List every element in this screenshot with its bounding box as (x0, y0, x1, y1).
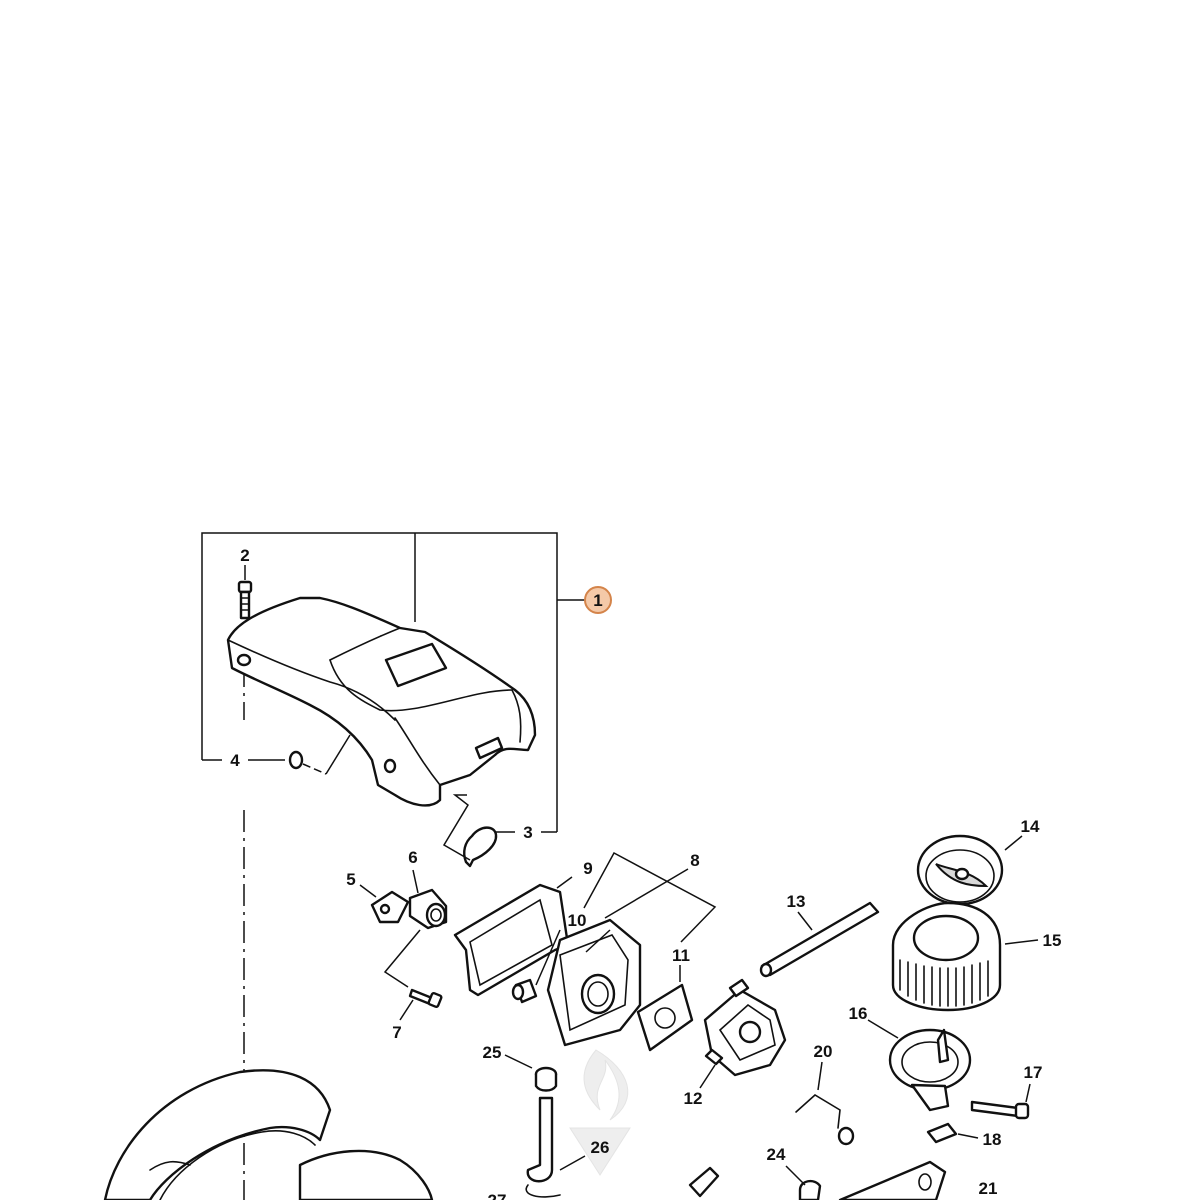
callout-27[interactable]: 27 (488, 1191, 507, 1200)
callout-12[interactable]: 12 (684, 1089, 703, 1108)
part-handle-frame (103, 1069, 434, 1200)
part-7-screw (399, 988, 443, 1021)
callout-20[interactable]: 20 (814, 1042, 833, 1061)
part-13-pipe (759, 901, 880, 978)
callout-16[interactable]: 16 (849, 1004, 868, 1023)
callout-15[interactable]: 15 (1043, 931, 1062, 950)
part-10-nipple (511, 929, 561, 1004)
callout-1[interactable]: 1 (593, 591, 602, 610)
part-17-screw (970, 1083, 1031, 1120)
part-3-clip (442, 794, 498, 868)
flame-logo-watermark-icon (569, 1049, 631, 1176)
part-11-gasket (636, 965, 694, 1052)
callout-3[interactable]: 3 (523, 823, 532, 842)
callout-10[interactable]: 10 (568, 911, 587, 930)
callout-11[interactable]: 11 (672, 946, 690, 965)
part-20-rod (795, 1061, 855, 1146)
part-8-filter-housing (546, 868, 689, 1047)
callout-8[interactable]: 8 (690, 851, 699, 870)
part-25-grommet (504, 1054, 558, 1092)
part-21-carrier (838, 1160, 947, 1200)
callout-21[interactable]: 21 (979, 1179, 998, 1198)
callout-9[interactable]: 9 (583, 859, 592, 878)
assembly-bracket-1 (201, 532, 585, 833)
part-12-carburetor (699, 978, 787, 1089)
callout-14[interactable]: 14 (1021, 817, 1040, 836)
callout-17[interactable]: 17 (1024, 1063, 1043, 1082)
part-6-intake-fitting (383, 869, 448, 988)
part-15-filter-element (891, 901, 1039, 1012)
part-24-bracket (785, 1165, 822, 1200)
part-18-key (926, 1122, 979, 1144)
callout-6[interactable]: 6 (408, 848, 417, 867)
part-4-grommet (288, 734, 351, 775)
callout-13[interactable]: 13 (787, 892, 806, 911)
callout-5[interactable]: 5 (346, 870, 355, 889)
part-14-filter-cover (916, 834, 1023, 906)
callout-4[interactable]: 4 (230, 751, 240, 770)
callout-26[interactable]: 26 (591, 1138, 610, 1157)
part-1-shroud-cover (226, 596, 537, 807)
callout-25[interactable]: 25 (483, 1043, 502, 1062)
part-26-hose (525, 1096, 586, 1198)
part-unlabeled-screw (688, 1166, 720, 1198)
callout-18[interactable]: 18 (983, 1130, 1002, 1149)
part-9-filter-base (453, 851, 717, 997)
callout-24[interactable]: 24 (767, 1145, 786, 1164)
part-16-filter-base (867, 1019, 972, 1112)
part-2-screw (237, 565, 253, 620)
callout-7[interactable]: 7 (392, 1023, 401, 1042)
callout-1-badge[interactable] (584, 586, 612, 614)
callout-2[interactable]: 2 (240, 546, 249, 565)
part-5-gasket (359, 884, 410, 924)
